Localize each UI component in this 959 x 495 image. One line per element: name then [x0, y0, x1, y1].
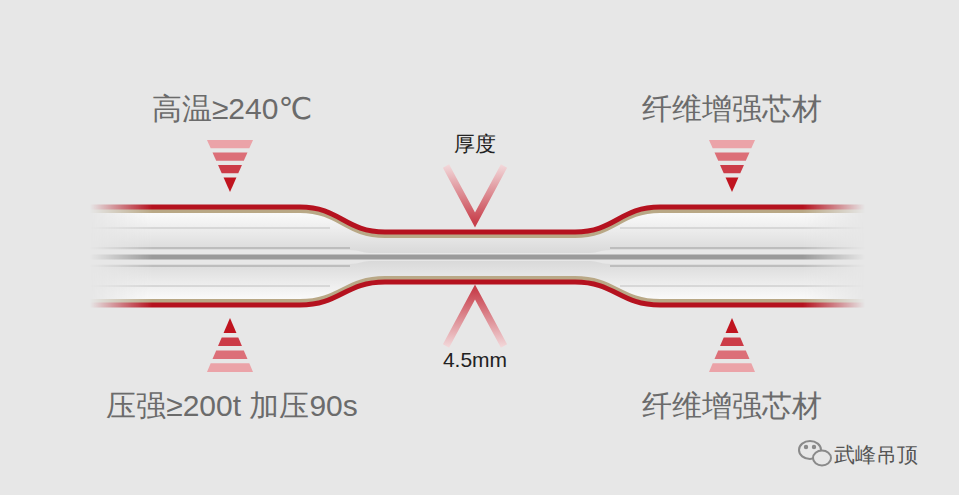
arrow-stripe: [207, 363, 253, 372]
temperature-label: 高温≥240℃: [152, 92, 312, 125]
core-label: 纤维增强芯材: [642, 389, 822, 422]
arrow-stripe: [720, 165, 744, 173]
arrow-stripe: [720, 337, 744, 346]
arrow-stripe: [709, 363, 755, 372]
arrow-stripe: [726, 177, 739, 192]
wechat-icon: [799, 441, 831, 466]
arrow-stripe: [709, 140, 755, 148]
arrow-stripe: [224, 177, 237, 192]
thickness-chevron: [446, 166, 504, 220]
arrow-stripe: [218, 165, 242, 173]
core-label: 纤维增强芯材: [642, 92, 822, 125]
arrow-stripe: [715, 350, 750, 359]
watermark: 武峰吊顶: [834, 443, 918, 466]
thickness-chevron: [446, 292, 504, 346]
arrow-stripe: [726, 318, 739, 333]
arrow-stripe: [715, 152, 750, 160]
thickness-label: 厚度: [454, 132, 496, 155]
pressure-label: 压强≥200t 加压90s: [106, 389, 358, 422]
thickness-value: 4.5mm: [443, 348, 507, 371]
arrow-stripe: [213, 152, 248, 160]
arrow-stripe: [224, 318, 237, 333]
arrow-stripe: [213, 350, 248, 359]
arrow-stripe: [207, 140, 253, 148]
arrow-stripe: [218, 337, 242, 346]
pressure-arrows: [207, 140, 755, 372]
